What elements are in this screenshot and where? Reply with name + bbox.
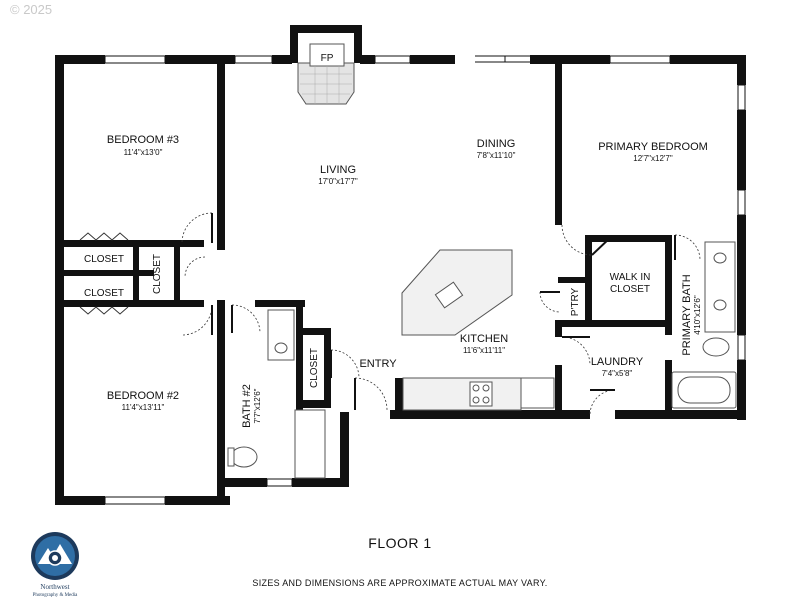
logo-sub: Photography & Media xyxy=(33,593,78,598)
bifold-doors xyxy=(79,232,129,315)
laundry-label: LAUNDRY xyxy=(591,356,644,368)
kitchen-island xyxy=(401,249,513,336)
primary-bath-dims: 4'10"x12'6" xyxy=(693,295,702,335)
primary-bath-fixtures xyxy=(671,241,737,409)
living-dims: 17'0"x17'7" xyxy=(318,177,358,186)
company-logo: Northwest Photography & Media xyxy=(31,532,79,598)
door-leaves xyxy=(211,213,676,410)
closet-lower-label: CLOSET xyxy=(84,288,124,299)
bedroom3-dims: 11'4"x13'0" xyxy=(124,148,163,157)
bedroom2-label: BEDROOM #2 xyxy=(107,390,179,402)
walk-in-label: WALK IN xyxy=(610,272,651,283)
windows xyxy=(104,55,746,505)
room-labels: BEDROOM #3 11'4"x13'0" LIVING 17'0"x17'7… xyxy=(84,53,708,428)
kitchen-counter xyxy=(402,377,555,411)
copyright-watermark: © 2025 xyxy=(10,2,53,17)
dining-dims: 7'8"x11'10" xyxy=(477,151,516,160)
primary-bedroom-label: PRIMARY BEDROOM xyxy=(598,141,708,153)
primary-bedroom-dims: 12'7"x12'7" xyxy=(633,154,673,163)
walk-in-label-2: CLOSET xyxy=(610,284,650,295)
laundry-dims: 7'4"x5'8" xyxy=(602,369,633,378)
bath2-label: BATH #2 xyxy=(241,384,253,428)
kitchen-dims: 11'6"x11'11" xyxy=(463,346,505,355)
closet-upper-label: CLOSET xyxy=(84,254,124,265)
bath2-fixtures xyxy=(227,309,326,479)
logo-name: Northwest xyxy=(40,583,69,591)
fireplace-label: FP xyxy=(321,53,334,64)
sliding-door xyxy=(475,55,530,63)
living-label: LIVING xyxy=(320,164,356,176)
disclaimer: SIZES AND DIMENSIONS ARE APPROXIMATE ACT… xyxy=(252,578,548,588)
pantry-label: P'TRY xyxy=(570,287,581,316)
primary-bath-label: PRIMARY BATH xyxy=(681,274,693,355)
dining-label: DINING xyxy=(477,138,516,150)
walls xyxy=(55,25,746,505)
closet-entry-label: CLOSET xyxy=(309,348,320,388)
kitchen-label: KITCHEN xyxy=(460,333,508,345)
bedroom2-dims: 11'4"x13'11" xyxy=(122,403,165,412)
bedroom3-label: BEDROOM #3 xyxy=(107,134,179,146)
closet-hall-label: CLOSET xyxy=(152,254,163,294)
floor-label: FLOOR 1 xyxy=(368,535,432,551)
bath2-dims: 7'7"x12'6" xyxy=(253,388,262,423)
entry-label: ENTRY xyxy=(359,358,397,370)
fireplace xyxy=(297,43,355,105)
